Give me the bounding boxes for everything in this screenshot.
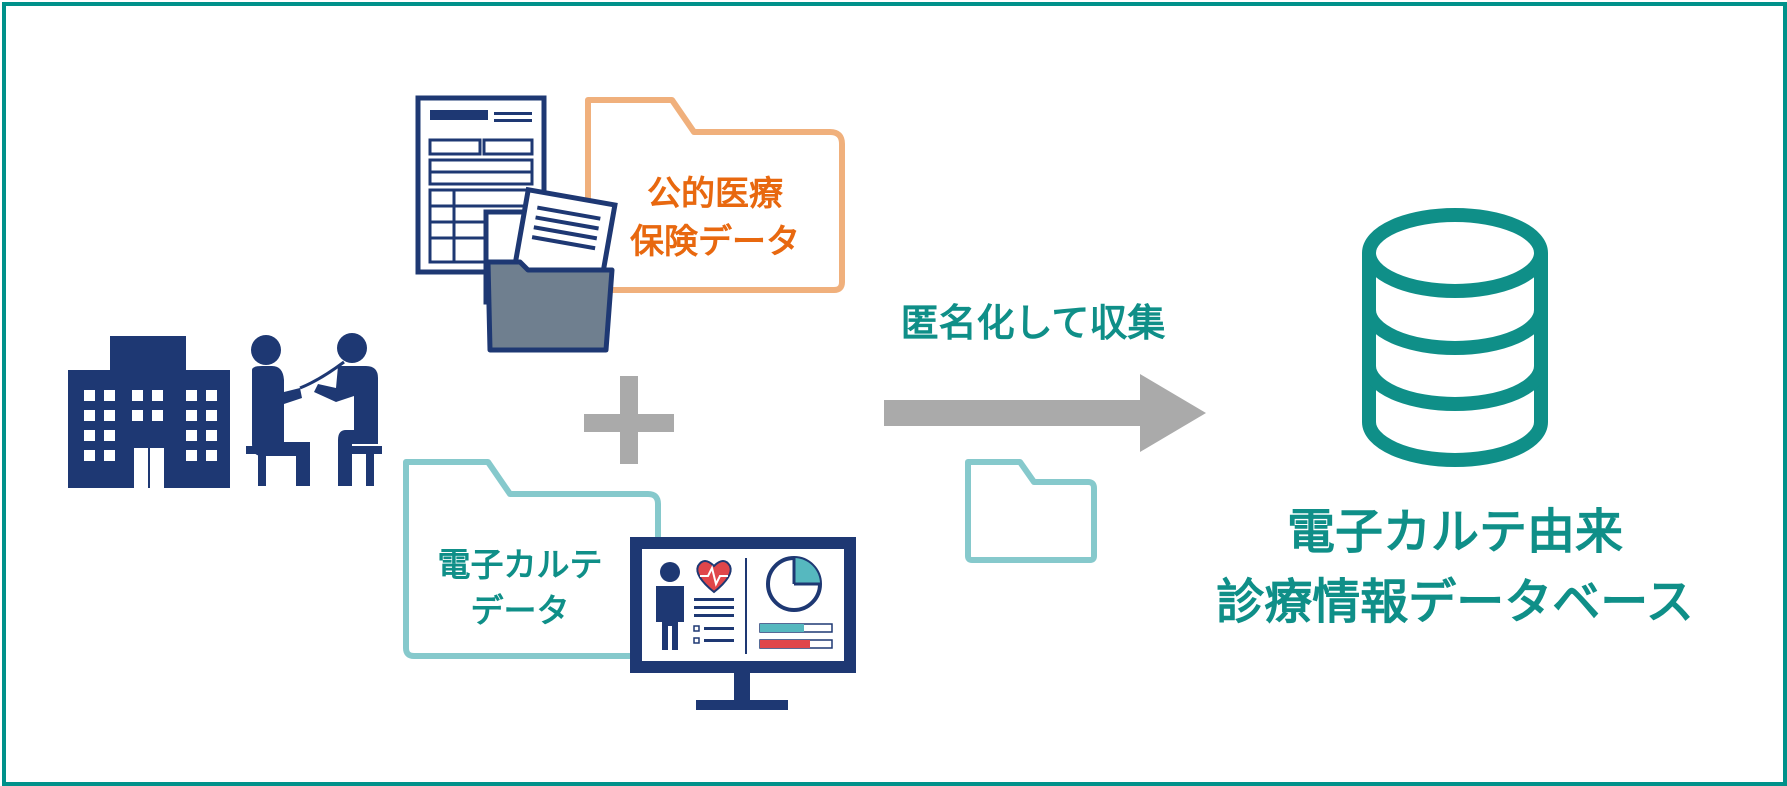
file-folder-icon — [483, 186, 618, 353]
anonymize-label: 匿名化して収集 — [900, 301, 1166, 345]
ehr-label-line1: 電子カルテ — [437, 545, 603, 584]
database-icon — [1362, 208, 1548, 467]
arrow-right-icon — [884, 374, 1206, 452]
doctor-patient-icon — [246, 333, 382, 486]
ehr-label-line2: データ — [470, 591, 570, 630]
monitor-chart-icon — [630, 537, 856, 710]
plus-icon — [584, 376, 674, 464]
insurance-label-line2: 保険データ — [630, 222, 800, 262]
database-title-line2: 診療情報データベース — [1216, 574, 1694, 630]
database-title-line1: 電子カルテ由来 — [1286, 504, 1623, 560]
insurance-label-line1: 公的医療 — [647, 174, 783, 214]
anonymized-folder-icon — [965, 459, 1097, 563]
hospital-building-icon — [68, 336, 230, 488]
